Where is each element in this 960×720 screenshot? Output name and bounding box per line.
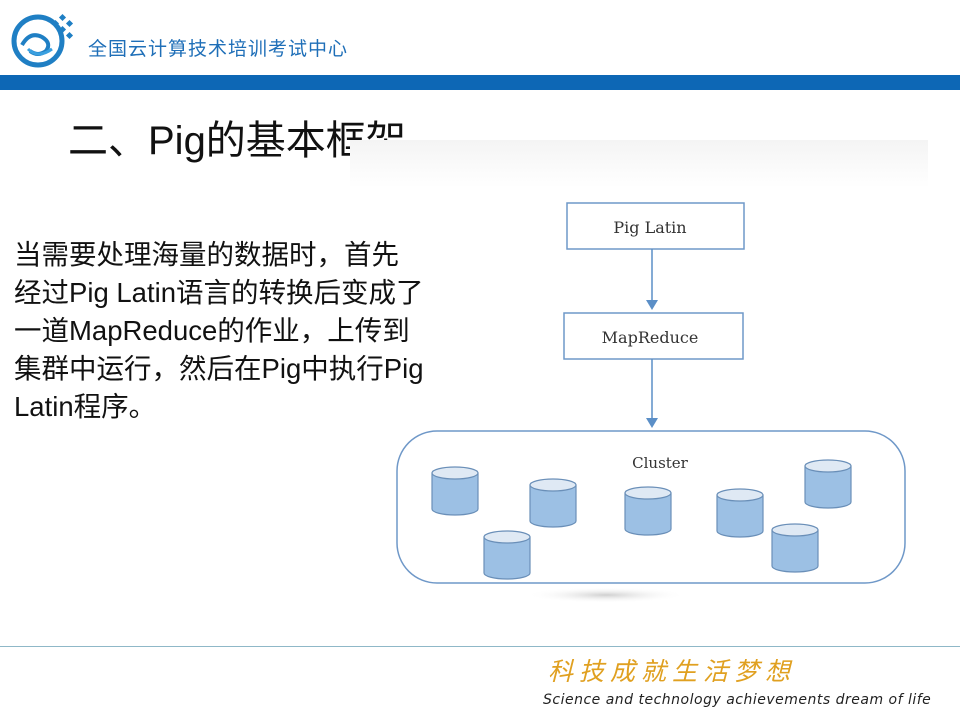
slogan-chinese: 科技成就生活梦想	[548, 657, 797, 686]
database-cylinder-icon	[716, 488, 764, 538]
cloud-swirl-logo-icon	[11, 13, 74, 68]
diagram-top-shade	[350, 140, 928, 188]
slide-title: 二、Pig的基本框架	[68, 119, 406, 163]
diagram-shadow	[526, 587, 686, 603]
slide-body: 当需要处理海量的数据时，首先 经过Pig Latin语言的转换后变成了 一道Ma…	[14, 236, 504, 426]
database-cylinder-icon	[804, 459, 852, 509]
mapreduce-label: MapReduce	[602, 328, 699, 347]
footer-divider	[0, 646, 960, 647]
body-line: 经过Pig Latin语言的转换后变成了	[14, 277, 424, 308]
database-cylinder-icon	[624, 486, 672, 536]
database-cylinder-icon	[771, 523, 819, 573]
mapreduce-box: MapReduce	[563, 312, 744, 360]
database-cylinder-icon	[529, 478, 577, 528]
pig-latin-box: Pig Latin	[566, 202, 745, 250]
cluster-label: Cluster	[632, 454, 689, 472]
header-bar	[0, 75, 960, 90]
body-line: Latin程序。	[14, 391, 157, 422]
body-line: 集群中运行，然后在Pig中执行Pig	[14, 353, 424, 384]
database-cylinder-icon	[431, 466, 479, 516]
organization-name: 全国云计算技术培训考试中心	[88, 38, 349, 60]
body-line: 当需要处理海量的数据时，首先	[14, 239, 399, 270]
body-line: 一道MapReduce的作业，上传到	[14, 315, 410, 346]
pig-latin-label: Pig Latin	[613, 218, 686, 237]
arrow-2	[646, 359, 658, 428]
arrow-1	[646, 249, 658, 310]
database-cylinder-icon	[483, 530, 531, 580]
pig-architecture-diagram: Pig Latin MapReduce Cluster	[350, 140, 928, 603]
slogan-english: Science and technology achievements drea…	[543, 692, 932, 708]
